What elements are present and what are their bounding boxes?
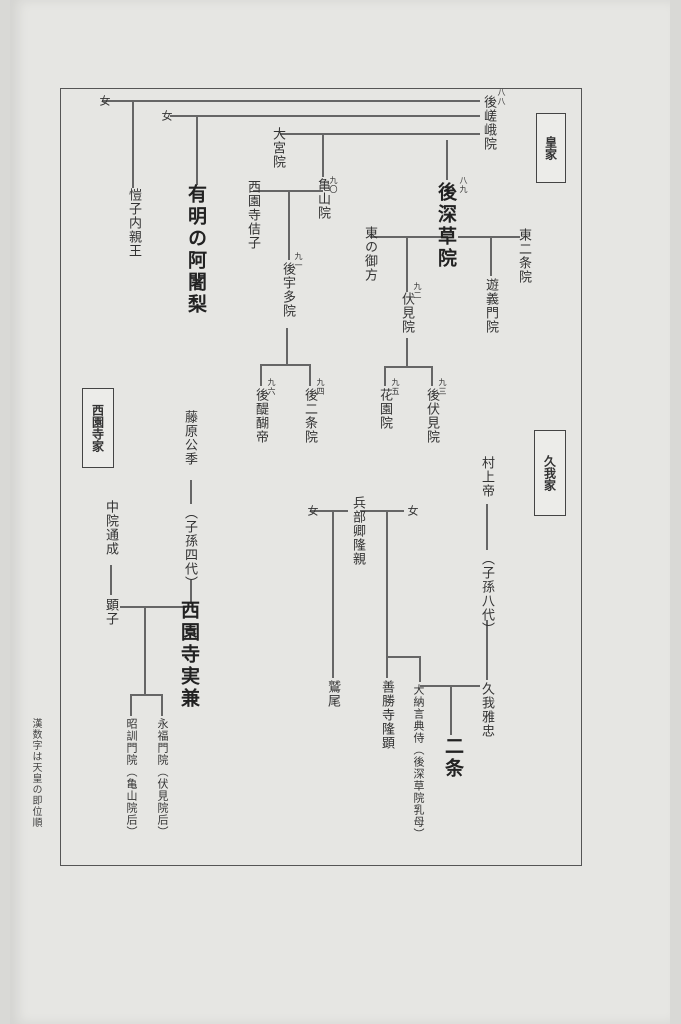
reign-gofushimi: 九三 xyxy=(438,378,447,396)
person-kameyama: 亀山院 xyxy=(315,178,330,220)
person-gofukakusa: 後深草院 xyxy=(435,182,457,270)
person-kenshi: 顕子 xyxy=(103,598,118,626)
line-gouda-down xyxy=(286,328,288,364)
line-gofukakusa-left xyxy=(370,236,448,238)
person-woman-second: 女 xyxy=(160,110,173,122)
line-fushimi-down xyxy=(406,338,408,366)
person-hyobukyo: 兵部卿隆親 xyxy=(350,496,365,566)
line-gosaga-top xyxy=(102,100,480,102)
reign-hanazono: 九五 xyxy=(391,378,400,396)
line-zenshoji xyxy=(386,656,388,678)
person-saionji-fusako: 西園寺佶子 xyxy=(245,180,260,250)
line-takaaki xyxy=(332,510,334,678)
person-woman-top: 女 xyxy=(98,95,111,107)
person-shisetsu4: （子孫四代） xyxy=(182,506,197,590)
line-hanazono xyxy=(384,366,386,386)
line-nijo xyxy=(450,685,452,735)
line-nakanoin-down xyxy=(110,565,112,595)
reign-gofukakusa: 八九 xyxy=(459,176,468,194)
person-gofushimi: 後伏見院 xyxy=(424,388,439,444)
person-gosaga: 後嵯峨院 xyxy=(481,95,496,151)
imperial-family-box: 皇家 xyxy=(536,113,566,183)
line-gosaga-third xyxy=(280,133,480,135)
person-ariake: 有明の阿闍梨 xyxy=(185,184,207,316)
person-dainagon: 大納言典侍（後深草院乳母） xyxy=(412,684,425,840)
line-ariake xyxy=(196,115,198,185)
line-saionji-children-h xyxy=(130,694,162,696)
line-omiya-down xyxy=(322,133,324,177)
person-murakami: 村上帝 xyxy=(479,456,494,498)
person-shisetsu8: （子孫八代） xyxy=(479,552,494,636)
line-gofukakusa-right xyxy=(458,236,520,238)
person-shokun: 昭訓門院（亀山院后） xyxy=(125,718,138,838)
person-godaigo: 後醍醐帝 xyxy=(253,388,268,444)
saionji-family-box: 西園寺家 xyxy=(82,388,114,468)
line-gosaga-down xyxy=(446,140,448,180)
line-saionji-children xyxy=(144,606,146,694)
line-fushimi-children xyxy=(384,366,432,368)
genealogy-frame xyxy=(60,88,582,866)
person-woman-mid-left: 女 xyxy=(306,505,319,517)
line-gonijo xyxy=(309,364,311,386)
line-fushimi xyxy=(406,236,408,292)
person-takaaki: 鷲尾 xyxy=(325,680,340,708)
person-hanazono: 花園院 xyxy=(377,388,392,430)
person-fushimi: 伏見院 xyxy=(399,292,414,334)
line-hyobukyo-children xyxy=(386,510,388,656)
book-page: 皇家 久我家 西園寺家 後嵯峨院 女 女 愷子内親王 有明の阿闍梨 大宮院 亀山… xyxy=(10,0,670,1024)
person-zenshoji: 善勝寺隆顕 xyxy=(379,680,394,750)
reign-gosaga: 八八 xyxy=(497,88,506,106)
reign-gonijo: 九四 xyxy=(316,378,325,396)
line-kishi xyxy=(132,100,134,188)
person-nijo: 二条 xyxy=(442,736,464,780)
person-omiya: 大宮院 xyxy=(270,127,285,169)
person-higashi: 東の御方 xyxy=(362,226,377,282)
line-hyobukyo-left xyxy=(310,510,348,512)
person-gonijo: 後二条院 xyxy=(302,388,317,444)
reign-godaigo: 九六 xyxy=(267,378,276,396)
reign-kameyama: 九〇 xyxy=(329,176,338,194)
person-gouda: 後宇多院 xyxy=(280,262,295,318)
kuga-family-box: 久我家 xyxy=(534,430,566,516)
person-nakanoin: 中院通成 xyxy=(103,500,118,556)
reign-gouda: 九一 xyxy=(294,252,303,270)
line-hyobukyo-children-h xyxy=(386,656,420,658)
line-hyobukyo-right xyxy=(360,510,404,512)
reign-order-caption: 漢数字は天皇の即位順 xyxy=(30,718,41,828)
line-shisetsu8-down xyxy=(486,620,488,680)
line-fujiwara-down xyxy=(190,480,192,504)
person-yugi: 遊義門院 xyxy=(483,278,498,334)
line-dainagon xyxy=(419,656,421,682)
line-eifuku xyxy=(161,694,163,716)
reign-fushimi: 九二 xyxy=(413,282,422,300)
line-gofushimi xyxy=(431,366,433,386)
person-masatada: 久我雅忠 xyxy=(479,682,494,738)
line-murakami-down xyxy=(486,504,488,550)
person-fujiwara: 藤原公季 xyxy=(182,410,197,466)
person-higashi-nijoin: 東二条院 xyxy=(516,228,531,284)
person-sanekane: 西園寺実兼 xyxy=(178,600,200,710)
line-shisetsu4-down xyxy=(190,580,192,604)
line-shokun xyxy=(130,694,132,716)
line-sanekane-kenshi xyxy=(120,606,186,608)
person-kishi: 愷子内親王 xyxy=(126,188,141,258)
line-godaigo xyxy=(260,364,262,386)
person-eifuku: 永福門院（伏見院后） xyxy=(156,718,169,838)
line-gouda xyxy=(288,190,290,260)
line-yugi xyxy=(490,236,492,276)
line-gosaga-second xyxy=(170,115,480,117)
person-woman-mid-right: 女 xyxy=(406,505,419,517)
line-gouda-children xyxy=(260,364,310,366)
